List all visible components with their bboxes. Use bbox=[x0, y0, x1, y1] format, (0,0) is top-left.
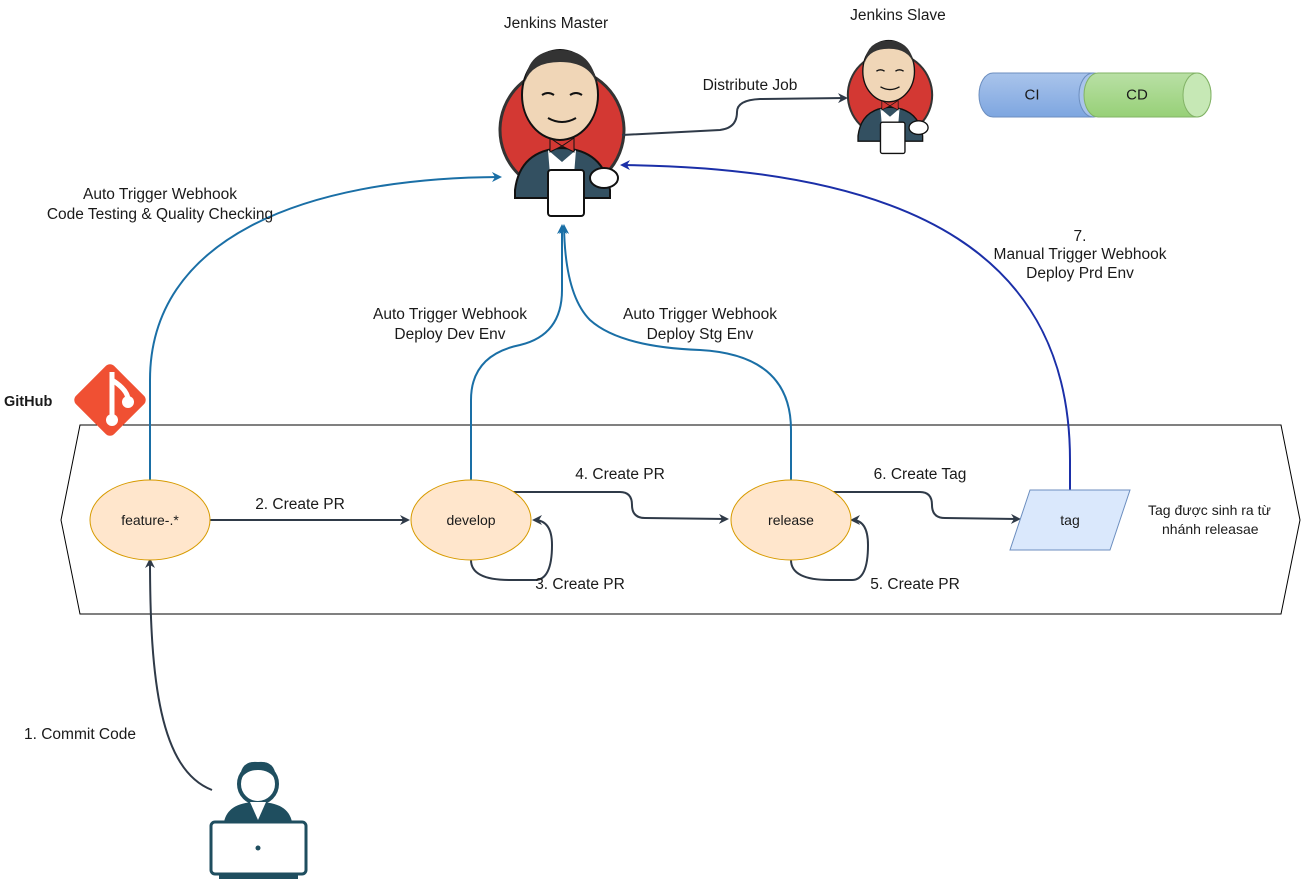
arrow-distribute-job bbox=[621, 93, 848, 136]
auto-trigger-dev-label: Auto Trigger Webhook bbox=[373, 306, 527, 323]
create-pr-5-label: 5. Create PR bbox=[870, 576, 960, 593]
deploy-stg-label: Deploy Stg Env bbox=[646, 326, 754, 343]
arrow-develop-to-release bbox=[512, 491, 729, 524]
arrow-develop-self bbox=[470, 515, 554, 581]
arrow-develop-to-master bbox=[470, 224, 567, 480]
release-branch-node bbox=[730, 479, 852, 561]
tag-label: tag bbox=[1060, 512, 1080, 528]
manual-trigger-label: Manual Trigger Webhook bbox=[993, 246, 1167, 263]
arrow-feature-to-master bbox=[149, 172, 502, 481]
developer-laptop-icon bbox=[209, 761, 308, 879]
tag-note-line2: nhánh releasae bbox=[1162, 521, 1259, 537]
ci-label: CI bbox=[1024, 86, 1040, 104]
create-pr-2-label: 2. Create PR bbox=[255, 496, 345, 513]
create-pr-3-label: 3. Create PR bbox=[535, 576, 625, 593]
arrow-release-to-master bbox=[559, 224, 792, 480]
step7-number: 7. bbox=[1073, 228, 1087, 245]
arrow-release-self bbox=[790, 515, 870, 581]
deploy-dev-label: Deploy Dev Env bbox=[394, 326, 506, 343]
distribute-job-label: Distribute Job bbox=[702, 77, 798, 94]
arrow-tag-to-master bbox=[620, 160, 1071, 490]
arrow-release-to-tag bbox=[832, 491, 1021, 524]
auto-trigger-stg-label: Auto Trigger Webhook bbox=[623, 306, 777, 323]
develop-branch-label: develop bbox=[446, 512, 496, 528]
feature-branch-label: feature-.* bbox=[121, 512, 179, 528]
auto-trigger-label: Auto Trigger Webhook bbox=[83, 186, 237, 203]
cd-label: CD bbox=[1126, 86, 1148, 104]
create-tag-6-label: 6. Create Tag bbox=[873, 466, 967, 483]
jenkins-butler-icon bbox=[498, 49, 626, 217]
tag-node bbox=[1009, 489, 1131, 551]
jenkins-slave-title: Jenkins Slave bbox=[850, 7, 946, 24]
cd-cylinder bbox=[1083, 72, 1212, 118]
arrow-commit-code bbox=[145, 558, 213, 791]
code-testing-label: Code Testing & Quality Checking bbox=[46, 206, 274, 223]
release-branch-label: release bbox=[768, 512, 814, 528]
deploy-prd-label: Deploy Prd Env bbox=[1026, 265, 1134, 282]
github-title: GitHub bbox=[4, 394, 53, 410]
feature-branch-node bbox=[89, 479, 211, 561]
create-pr-4-label: 4. Create PR bbox=[575, 466, 665, 483]
github-container bbox=[60, 424, 1301, 615]
commit-code-label: 1. Commit Code bbox=[24, 726, 136, 743]
develop-branch-node bbox=[410, 479, 532, 561]
jenkins-master-title: Jenkins Master bbox=[503, 15, 609, 32]
jenkins-butler-icon bbox=[846, 39, 934, 155]
tag-note-line1: Tag được sinh ra từ bbox=[1148, 502, 1271, 518]
